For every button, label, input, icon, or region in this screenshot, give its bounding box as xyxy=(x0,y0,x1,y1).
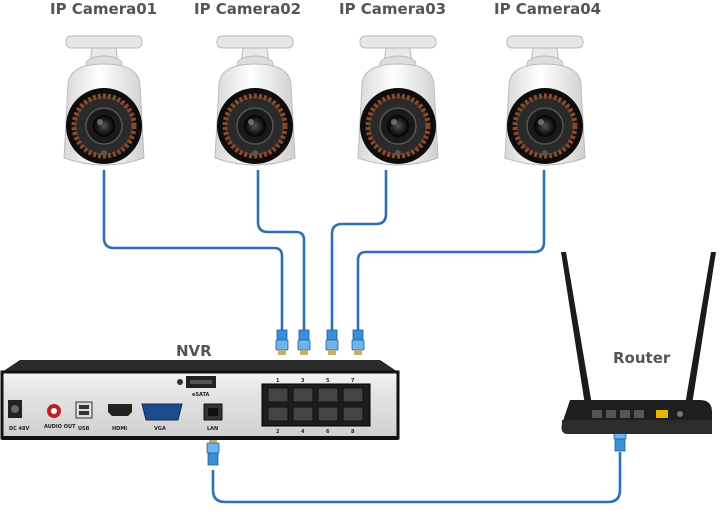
nvr-label: NVR xyxy=(176,342,212,360)
plug-4 xyxy=(351,329,365,355)
plug-nvr-lan xyxy=(206,438,220,466)
cable-camera04 xyxy=(356,170,546,330)
poe-port-5 xyxy=(317,387,339,403)
cable-camera01 xyxy=(102,170,284,330)
poe-num-3: 3 xyxy=(301,378,305,384)
camera-1 xyxy=(63,35,145,166)
router-wan-port xyxy=(656,410,668,418)
usb-port xyxy=(75,401,93,419)
camera-2 xyxy=(214,35,296,166)
plug-1 xyxy=(275,329,289,355)
poe-port-2 xyxy=(267,406,289,422)
poe-num-2: 2 xyxy=(276,429,280,435)
router-port-2 xyxy=(606,410,616,418)
vga-port xyxy=(141,403,183,421)
poe-num-4: 4 xyxy=(301,429,305,435)
plug-2 xyxy=(297,329,311,355)
poe-num-6: 6 xyxy=(326,429,330,435)
plug-3 xyxy=(325,329,339,355)
poe-num-1: 1 xyxy=(276,378,280,384)
lan-label: LAN xyxy=(207,426,218,432)
poe-num-7: 7 xyxy=(351,378,355,384)
camera03-label: IP Camera03 xyxy=(339,0,447,18)
audio-label: AUDIO OUT xyxy=(44,424,76,430)
router-port-1 xyxy=(592,410,602,418)
hdmi-label: HDMI xyxy=(112,426,127,432)
poe-num-8: 8 xyxy=(351,429,355,435)
cable-camera03 xyxy=(330,170,388,330)
poe-port-4 xyxy=(292,406,314,422)
router-device xyxy=(561,252,716,434)
poe-port-8 xyxy=(342,406,364,422)
hdmi-port xyxy=(108,404,132,416)
camera-cables xyxy=(102,170,546,330)
router-antenna-right xyxy=(685,252,716,405)
camera-3 xyxy=(357,35,439,166)
router-antenna-left xyxy=(561,252,592,405)
camera-4 xyxy=(504,35,586,166)
usb-label: USB xyxy=(78,426,90,432)
poe-ports xyxy=(267,387,364,422)
poe-port-6 xyxy=(317,406,339,422)
cable-camera02 xyxy=(256,170,306,330)
poe-port-3 xyxy=(292,387,314,403)
poe-num-5: 5 xyxy=(326,378,330,384)
router-port-4 xyxy=(634,410,644,418)
dc-label: DC 48V xyxy=(9,426,30,432)
vga-label: VGA xyxy=(154,426,166,432)
router-label: Router xyxy=(613,349,671,367)
poe-port-7 xyxy=(342,387,364,403)
camera04-label: IP Camera04 xyxy=(494,0,602,18)
esata-label: eSATA xyxy=(192,392,209,398)
nvr-top-face xyxy=(2,360,398,372)
cable-nvr-router xyxy=(211,452,622,504)
poe-port-1 xyxy=(267,387,289,403)
camera01-label: IP Camera01 xyxy=(50,0,158,18)
router-port-3 xyxy=(620,410,630,418)
camera02-label: IP Camera02 xyxy=(194,0,302,18)
nvr-device: DC 48V AUDIO OUT USB HDMI VGA eSATA LAN xyxy=(0,360,400,440)
